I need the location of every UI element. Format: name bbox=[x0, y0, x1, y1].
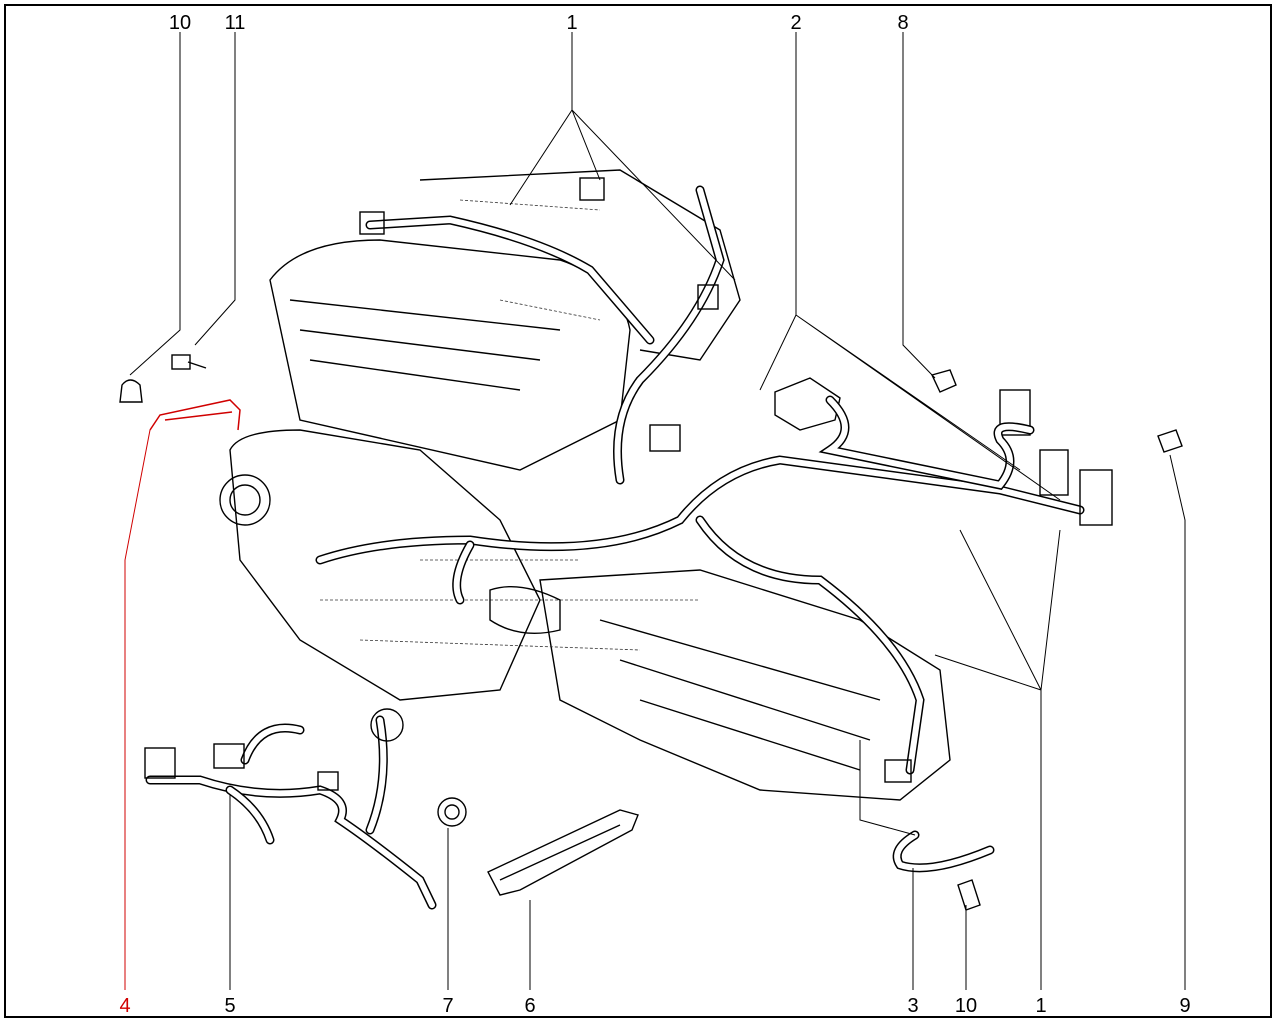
callout-2: 2 bbox=[790, 12, 801, 34]
harness-5 bbox=[144, 708, 437, 910]
bracket-6 bbox=[487, 809, 639, 896]
leader-lines bbox=[124, 32, 1186, 990]
grommet-7 bbox=[437, 797, 467, 827]
cap-10-top bbox=[119, 379, 143, 403]
engine-illustration bbox=[219, 169, 951, 801]
callout-6: 6 bbox=[524, 995, 535, 1017]
callout-5: 5 bbox=[224, 995, 235, 1017]
cap-10-bottom bbox=[957, 879, 981, 911]
callout-1-bottom: 1 bbox=[1035, 995, 1046, 1017]
callout-3: 3 bbox=[907, 995, 918, 1017]
bolt-11 bbox=[171, 354, 207, 370]
callout-10-bottom: 10 bbox=[955, 995, 977, 1017]
diagram-frame bbox=[4, 4, 1272, 1018]
callout-1-top: 1 bbox=[566, 12, 577, 34]
cap-8 bbox=[931, 369, 957, 393]
callout-7: 7 bbox=[442, 995, 453, 1017]
cable-3 bbox=[892, 830, 995, 873]
callout-8: 8 bbox=[897, 12, 908, 34]
callout-10-top: 10 bbox=[169, 12, 191, 34]
callout-11: 11 bbox=[225, 12, 246, 34]
callout-4: 4 bbox=[119, 995, 130, 1017]
main-harness bbox=[315, 177, 1113, 783]
harness-2 bbox=[774, 377, 1035, 490]
callout-9: 9 bbox=[1179, 995, 1190, 1017]
part-4-highlighted bbox=[149, 399, 241, 431]
nut-9 bbox=[1157, 429, 1183, 453]
